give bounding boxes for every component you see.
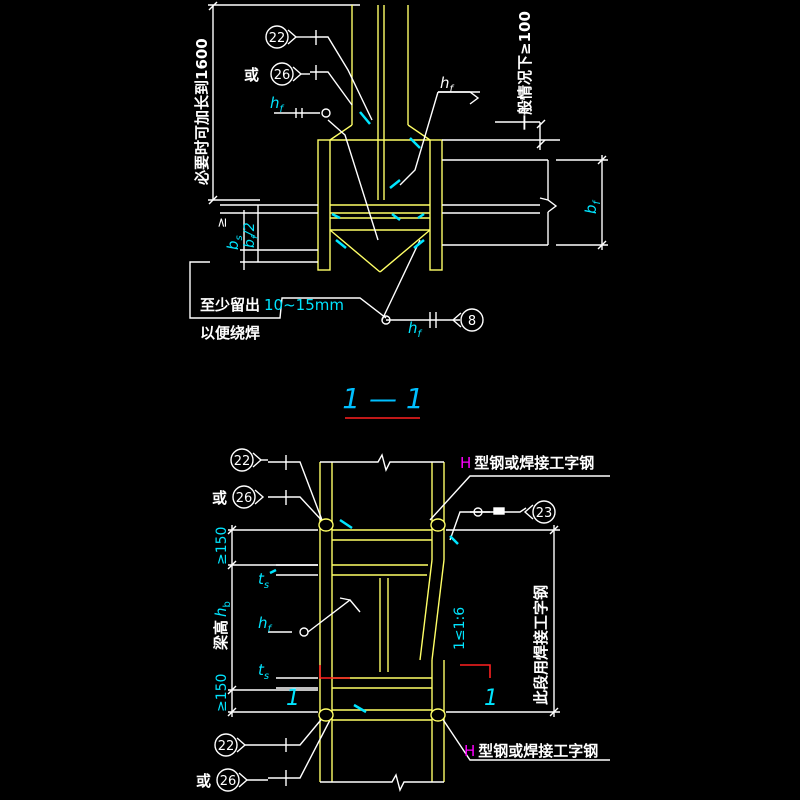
ge-symbol-bs: ≥ [215, 217, 230, 228]
weld-number-26-upper: 26 [236, 491, 253, 506]
or-label-lower: 或 [196, 772, 211, 790]
slope-label: 1≤1:6 [452, 607, 468, 650]
weld-symbol-23 [523, 500, 556, 524]
stiffener-width-label: bs [224, 235, 245, 250]
general-condition-note: 一般情况下≥100 [516, 11, 534, 130]
min-150-top: ≥150 [214, 527, 230, 565]
or-label-upper: 或 [212, 489, 227, 507]
section-mark-right: 1 [484, 686, 498, 711]
section-mark-left: 1 [286, 686, 300, 711]
wrap-weld-note: 以便绕焊 [200, 324, 260, 342]
weld-symbol-22-top [265, 25, 310, 49]
weld-symbol-26-lower [216, 768, 268, 792]
weld-number-23: 23 [536, 506, 553, 521]
weld-symbol-22-upper [230, 448, 268, 472]
half-flange-width-label: bf/2 [242, 222, 261, 248]
weld-number-26: 26 [274, 68, 291, 83]
or-label-top-detail: 或 [244, 66, 259, 84]
bottom-detail [214, 448, 610, 792]
top-detail [189, 1, 608, 332]
weld-symbol-26-upper [232, 485, 265, 509]
welded-section-note: 此段用焊接工字钢 [532, 585, 550, 705]
weld-leg-label-right: hf [440, 74, 455, 95]
stiffener-thickness-top: ts [258, 570, 269, 591]
min-150-bottom: ≥150 [214, 674, 230, 712]
weld-number-22-upper: 22 [234, 454, 251, 469]
weld-leg-label-bottom: hf [408, 319, 423, 340]
weld-leg-label-mid: hf [258, 614, 273, 635]
weld-symbol-26-top [270, 62, 310, 86]
weld-number-22-lower: 22 [218, 739, 235, 754]
weld-number-22: 22 [269, 31, 286, 46]
section-title: 1 — 1 [342, 382, 423, 415]
vertical-length-note: 必要时可加长到1600 [193, 38, 211, 186]
weld-symbol-8 [451, 308, 484, 332]
stiffener-thickness-bottom: ts [258, 661, 269, 682]
flange-width-label: bf [582, 199, 603, 214]
beam-height-label: 梁高hb [212, 601, 233, 651]
weld-number-26-lower: 26 [220, 774, 237, 789]
weld-number-8: 8 [468, 314, 476, 329]
weld-leg-label-left: hf [270, 94, 285, 115]
weld-symbol-22-lower [214, 733, 268, 757]
